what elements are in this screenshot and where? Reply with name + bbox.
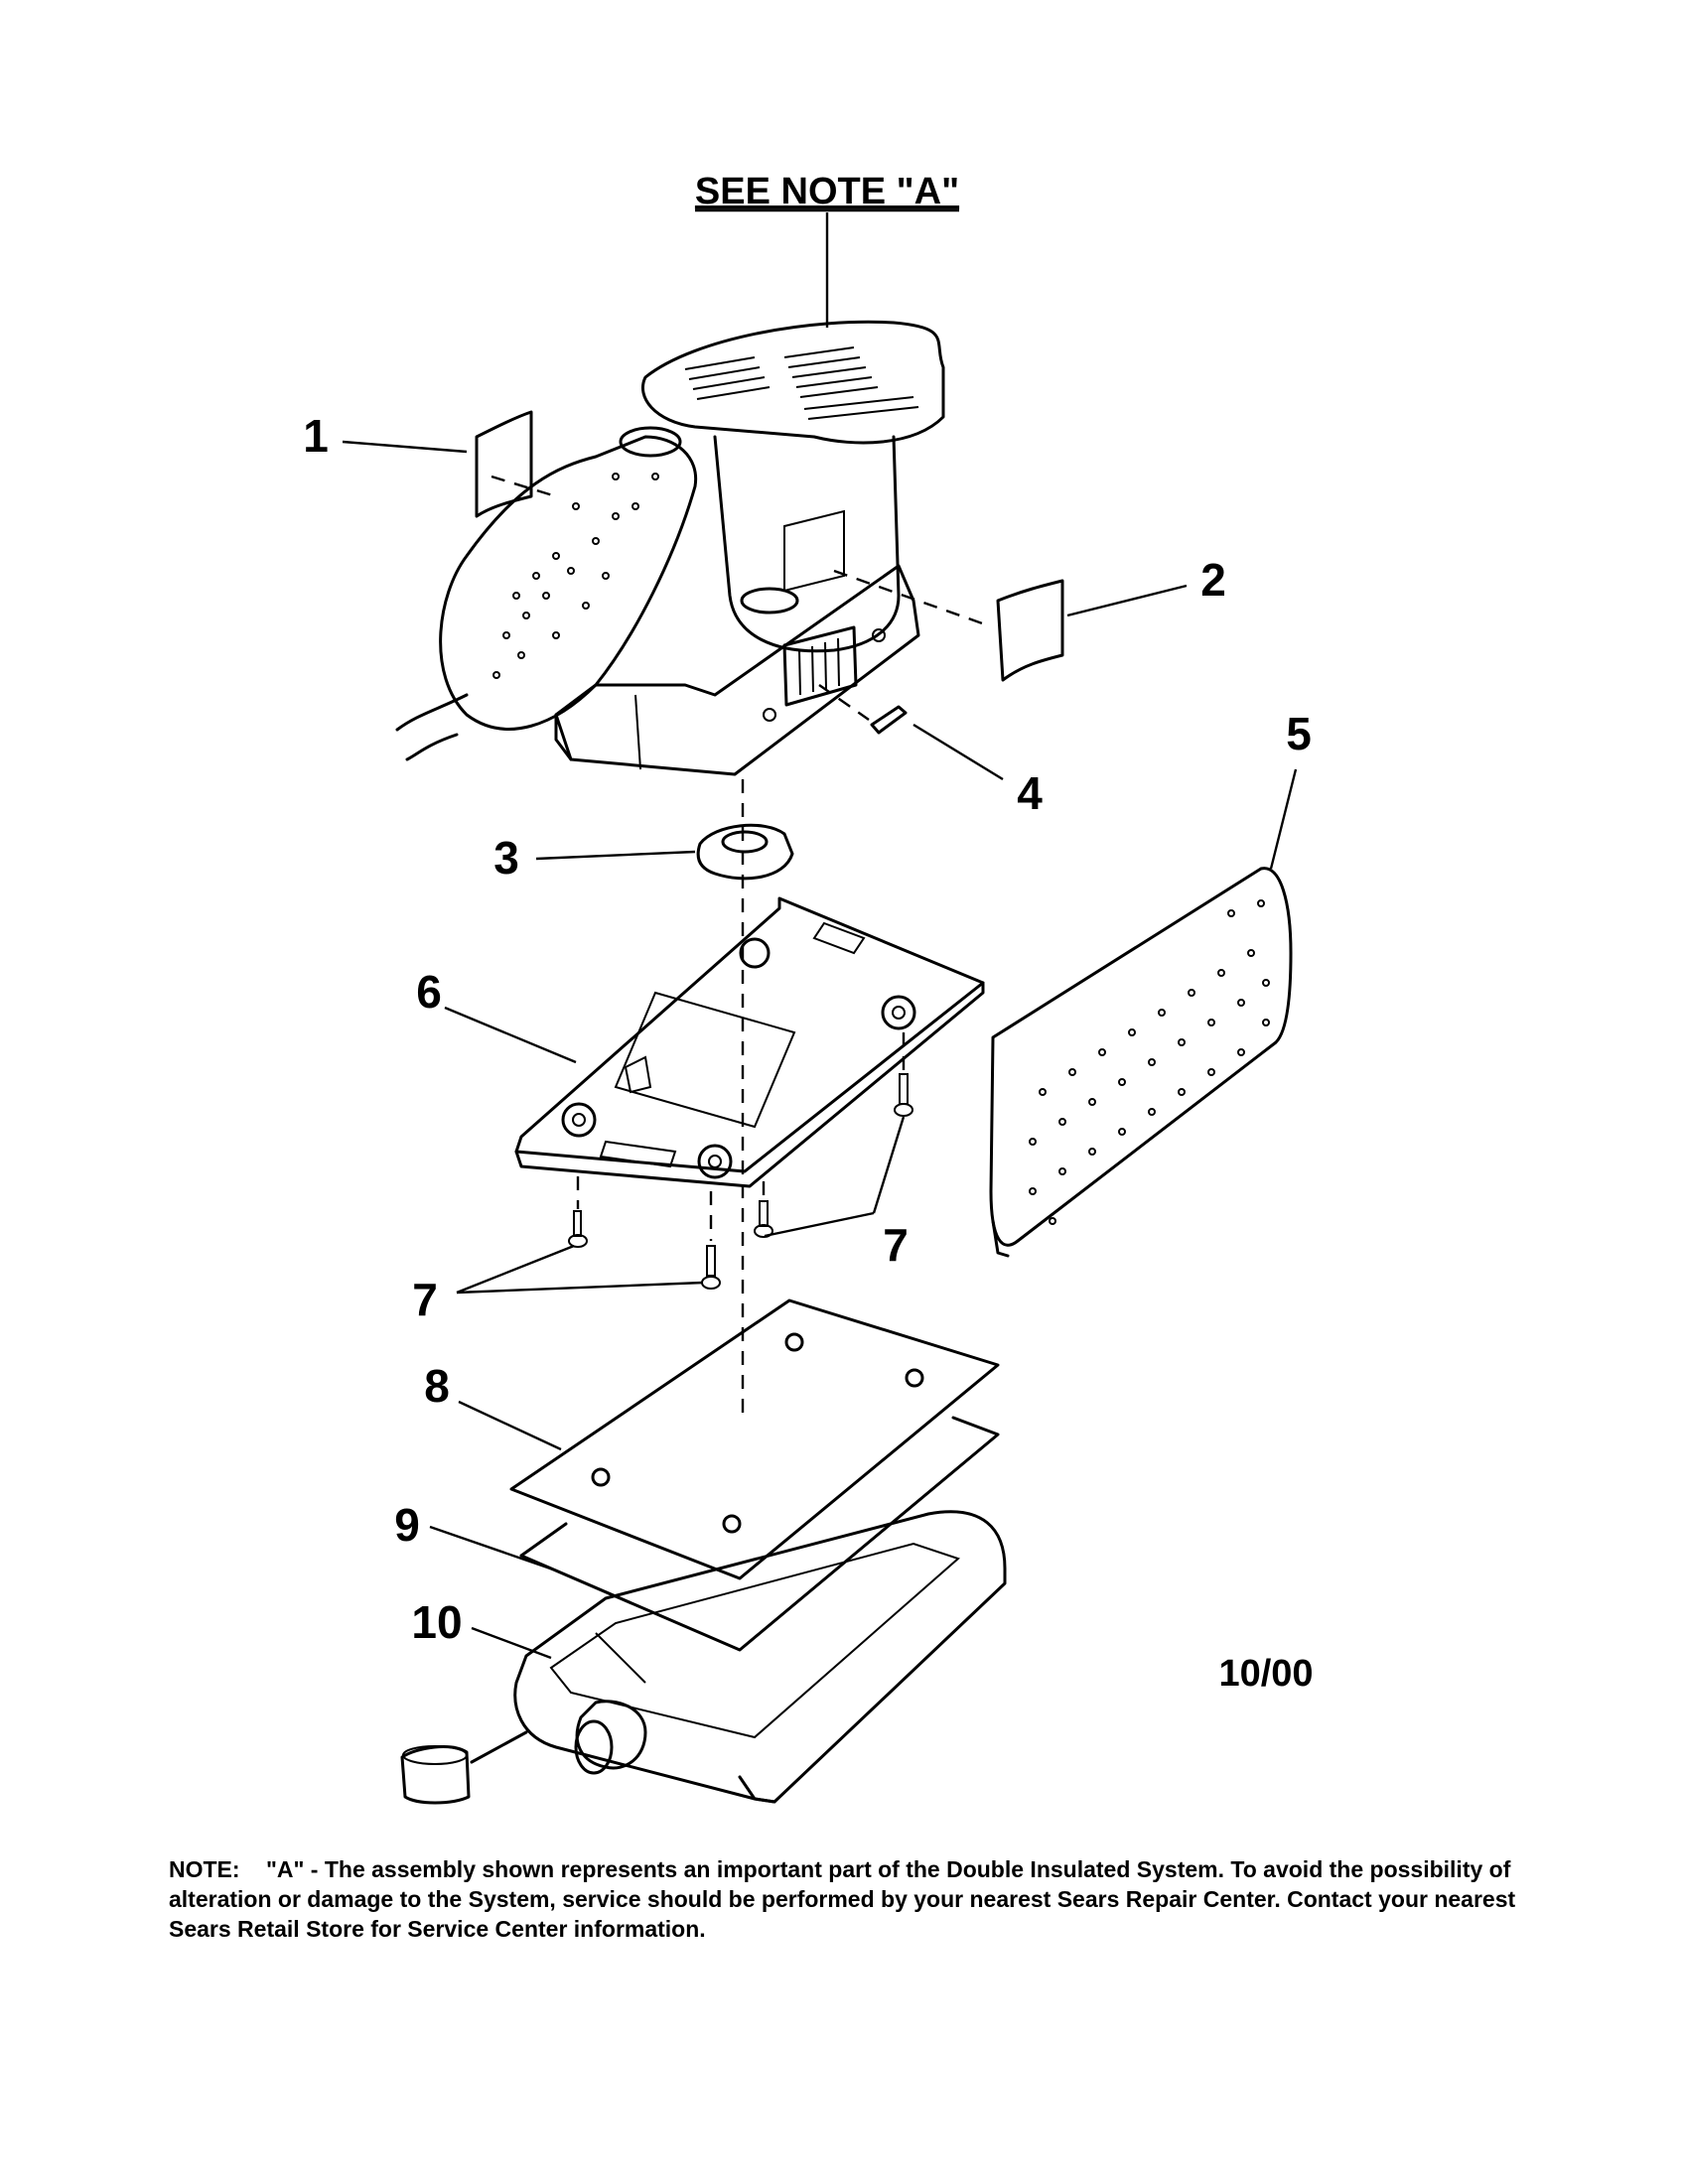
part-9-sandpaper-sheet bbox=[519, 1416, 1000, 1652]
callout-10-leader bbox=[471, 1626, 552, 1660]
callout-9: 9 bbox=[394, 1499, 420, 1551]
part-10-dust-box bbox=[400, 1510, 1007, 1805]
callout-7a-leader-a bbox=[456, 1244, 575, 1295]
callout-5-leader bbox=[1269, 768, 1298, 870]
callout-9-leader bbox=[429, 1525, 557, 1572]
callout-2-leader bbox=[1066, 584, 1188, 617]
callout-5: 5 bbox=[1286, 708, 1312, 759]
note-a-text-block: NOTE:"A" - The assembly shown represents… bbox=[169, 1854, 1519, 1944]
callout-7b-leader-b bbox=[872, 1116, 906, 1214]
part-2-dash bbox=[833, 569, 989, 627]
callout-2: 2 bbox=[1200, 554, 1226, 606]
callout-1: 1 bbox=[303, 410, 329, 462]
callout-3: 3 bbox=[493, 832, 519, 884]
part-5-dust-bag bbox=[989, 867, 1293, 1258]
callout-7-right: 7 bbox=[883, 1219, 909, 1271]
callout-3-leader bbox=[535, 850, 696, 861]
callout-10: 10 bbox=[411, 1596, 462, 1648]
part-4-pin bbox=[870, 705, 908, 735]
part-8-pad bbox=[509, 1298, 1000, 1580]
callout-6: 6 bbox=[416, 966, 442, 1018]
note-label: NOTE: bbox=[169, 1856, 240, 1882]
sander-motor-housing bbox=[395, 320, 945, 776]
callout-8-leader bbox=[458, 1400, 562, 1451]
part-4-dash bbox=[818, 684, 870, 721]
callout-1-leader bbox=[342, 440, 468, 454]
part-7-screws bbox=[568, 1032, 913, 1290]
callout-4-leader bbox=[912, 723, 1004, 781]
callout-7b-leader-a bbox=[764, 1211, 875, 1238]
callout-7-left: 7 bbox=[412, 1274, 438, 1325]
part-2-label-sticker bbox=[996, 579, 1064, 682]
callout-7a-leader-b bbox=[456, 1281, 704, 1295]
note-body: "A" - The assembly shown represents an i… bbox=[169, 1856, 1516, 1942]
date-code: 10/00 bbox=[1218, 1653, 1313, 1695]
part-3-nut bbox=[696, 823, 794, 881]
callout-6-leader bbox=[444, 1006, 577, 1064]
part-1-dash bbox=[491, 475, 557, 498]
callout-4: 4 bbox=[1017, 767, 1043, 819]
part-6-base-plate bbox=[514, 896, 985, 1188]
callout-8: 8 bbox=[424, 1360, 450, 1412]
see-note-label: SEE NOTE "A" bbox=[695, 171, 959, 212]
part-1-label-sticker bbox=[475, 410, 533, 518]
